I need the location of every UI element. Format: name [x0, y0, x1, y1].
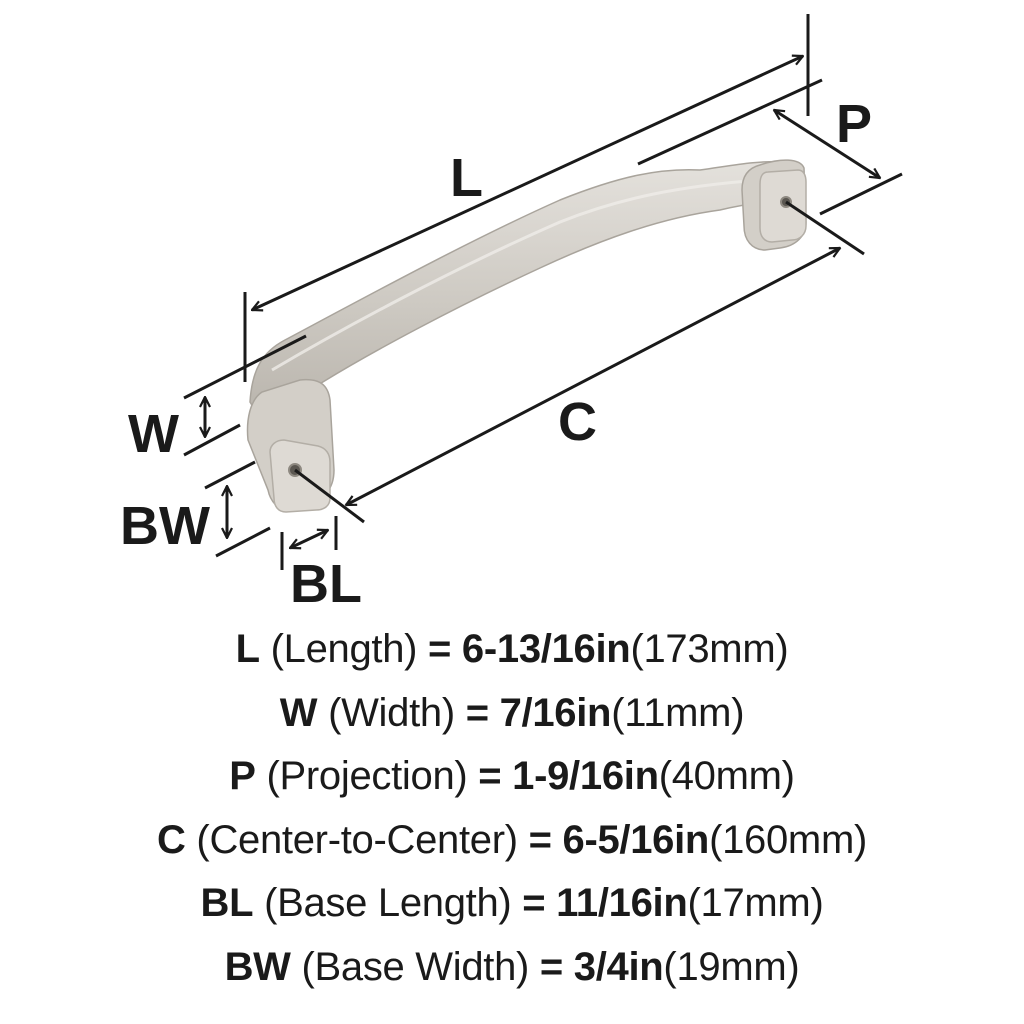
- spec-base-length: BL (Base Length) = 11/16in(17mm): [0, 872, 1024, 936]
- bl-dimension-arrow: [290, 528, 328, 550]
- w-extension-top: [183, 334, 307, 400]
- spec-width: W (Width) = 7/16in(11mm): [0, 682, 1024, 746]
- spec-center-to-center: C (Center-to-Center) = 6-5/16in(160mm): [0, 809, 1024, 873]
- spec-value-metric: (173mm): [630, 627, 789, 671]
- spec-equals: =: [428, 627, 452, 671]
- spec-equals: =: [539, 944, 563, 989]
- spec-value-imperial: 7/16in: [499, 690, 612, 735]
- label-bl: BL: [290, 554, 362, 614]
- spec-key: P: [229, 754, 256, 798]
- spec-key: BL: [200, 881, 254, 925]
- spec-description: (Base Length): [264, 881, 512, 925]
- spec-key: BW: [224, 944, 291, 989]
- spec-equals: =: [528, 817, 552, 862]
- spec-description: (Length): [270, 627, 418, 671]
- specifications-list: L (Length) = 6-13/16in(173mm) W (Width) …: [0, 618, 1024, 999]
- c-dimension-arrow: [346, 246, 840, 507]
- w-extension-bottom: [183, 423, 241, 457]
- spec-base-width: BW (Base Width) = 3/4in(19mm): [0, 936, 1024, 1000]
- spec-value-metric: (160mm): [709, 817, 867, 862]
- spec-value-metric: (40mm): [658, 754, 795, 798]
- spec-value-imperial: 6-13/16in: [461, 627, 631, 671]
- spec-description: (Center-to-Center): [196, 817, 518, 862]
- label-bw: BW: [120, 496, 210, 556]
- cabinet-pull-handle: [246, 159, 807, 513]
- p-dimension-arrow: [774, 110, 880, 178]
- label-p: P: [836, 94, 872, 154]
- spec-value-metric: (11mm): [611, 690, 745, 735]
- bw-extension-bottom: [215, 526, 271, 558]
- bw-extension-top: [204, 460, 256, 490]
- spec-projection: P (Projection) = 1-9/16in(40mm): [0, 745, 1024, 809]
- handle-bar: [249, 160, 801, 453]
- label-w: W: [128, 404, 179, 464]
- spec-value-imperial: 1-9/16in: [512, 754, 659, 798]
- spec-value-metric: (17mm): [687, 881, 824, 925]
- spec-key: W: [279, 690, 318, 735]
- spec-key: C: [157, 817, 186, 862]
- dimension-diagram: L P C W BW BL: [120, 14, 903, 614]
- spec-equals: =: [465, 690, 489, 735]
- label-l: L: [450, 148, 483, 208]
- left-base-face: [269, 439, 331, 513]
- p-extension-top: [637, 78, 823, 166]
- c-axis-right: [785, 200, 865, 256]
- spec-value-imperial: 3/4in: [573, 944, 664, 989]
- spec-description: (Base Width): [301, 944, 530, 989]
- spec-equals: =: [478, 754, 502, 798]
- spec-value-imperial: 11/16in: [556, 881, 688, 925]
- spec-equals: =: [522, 881, 546, 925]
- label-c: C: [558, 392, 597, 452]
- spec-description: (Projection): [266, 754, 468, 798]
- spec-value-metric: (19mm): [663, 944, 800, 989]
- spec-key: L: [235, 627, 260, 671]
- c-axis-left: [294, 468, 365, 524]
- p-extension-bottom: [819, 172, 903, 216]
- dimension-lines: [183, 14, 903, 570]
- spec-length: L (Length) = 6-13/16in(173mm): [0, 618, 1024, 682]
- spec-value-imperial: 6-5/16in: [562, 817, 710, 862]
- spec-description: (Width): [328, 690, 455, 735]
